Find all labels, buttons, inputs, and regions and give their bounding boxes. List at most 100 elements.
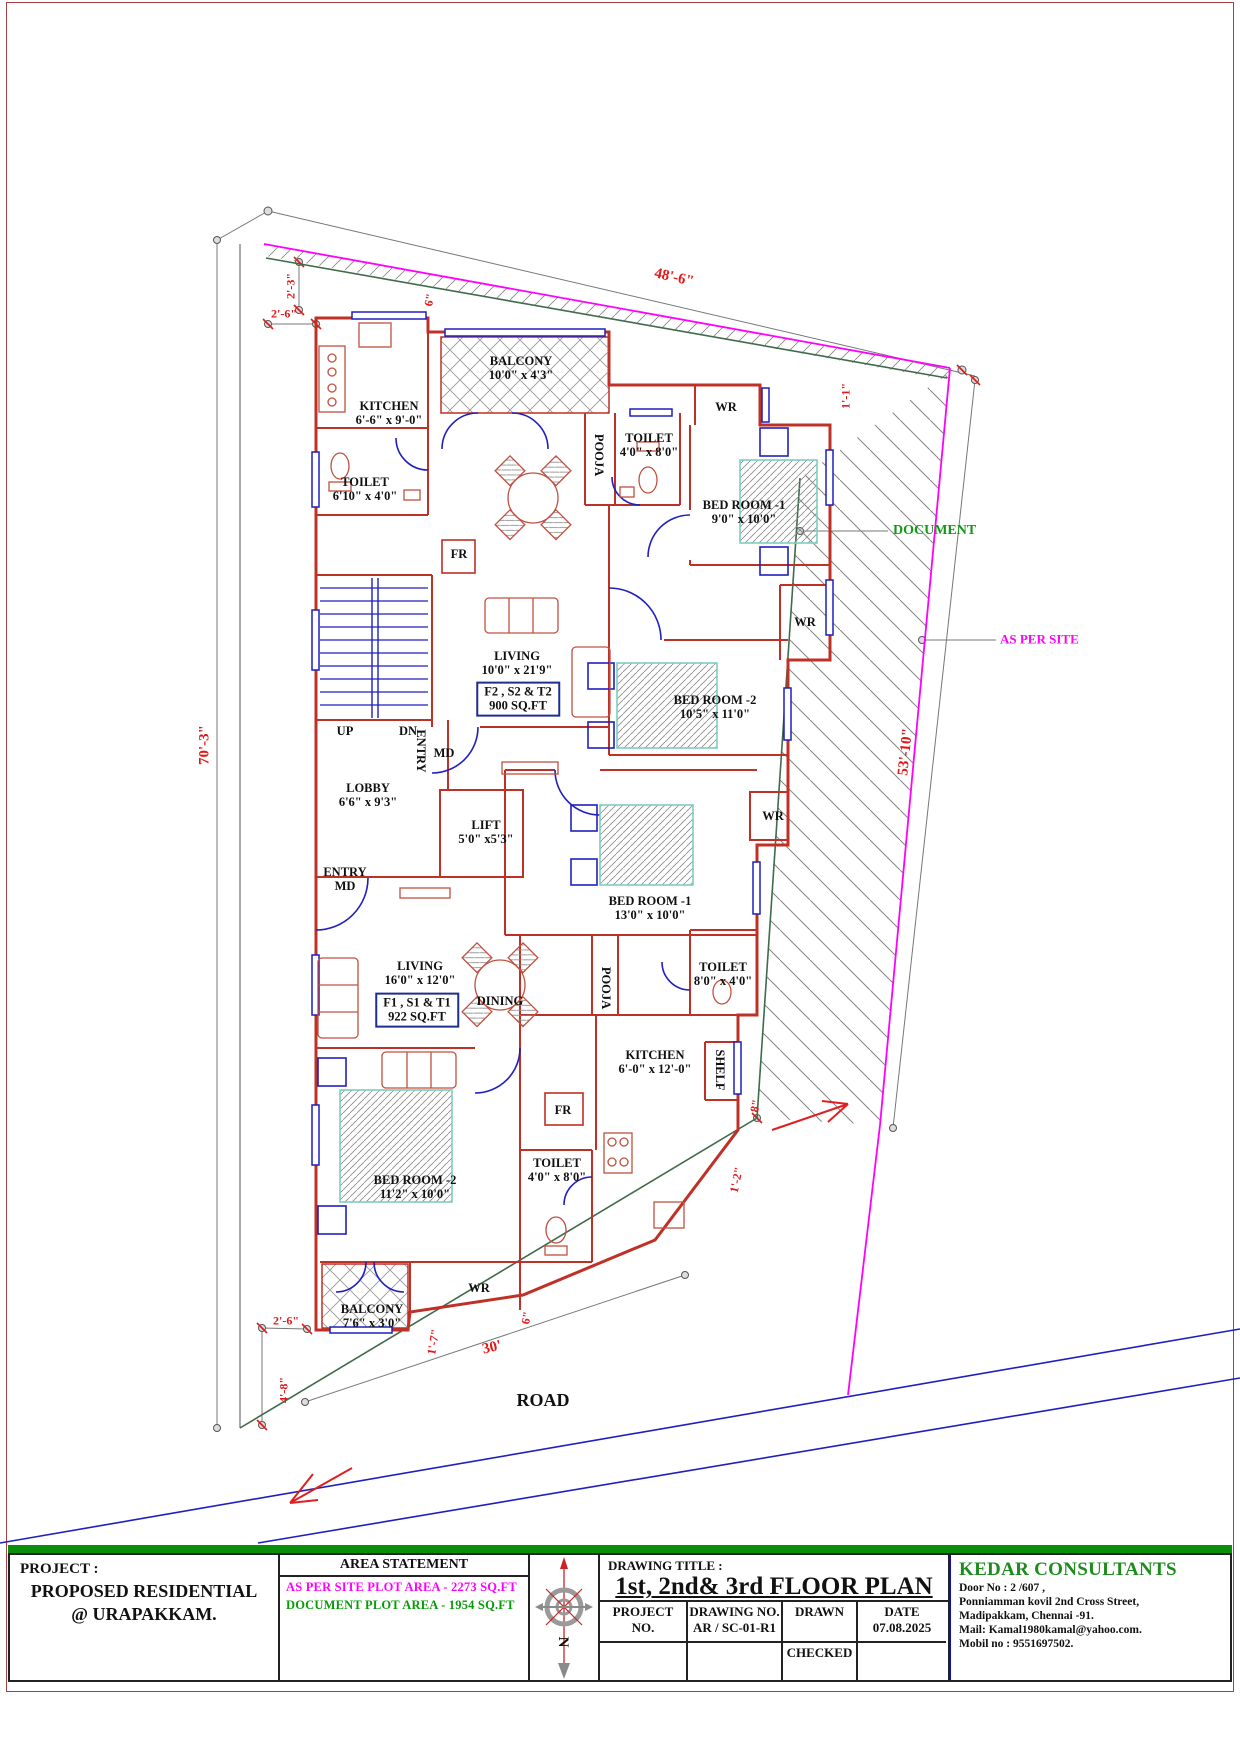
dimension-label-text: 30' [480, 1337, 504, 1358]
sheet-border [6, 2, 1234, 1692]
dimension-label-text: 2'-6" [273, 1313, 299, 1328]
dimension-label: 8" [747, 1098, 764, 1114]
checked-value [858, 1641, 946, 1680]
room-label-text: WR [468, 1281, 490, 1295]
room-label-text: DINING [476, 994, 524, 1008]
dimension-label-text: 4'-8" [276, 1377, 291, 1403]
room-label-size: MD [334, 879, 356, 893]
area-statement-cell: AREA STATEMENT AS PER SITE PLOT AREA - 2… [280, 1555, 530, 1680]
dimension-label: 70'-3" [197, 725, 214, 765]
room-label-size: 6'10" x 4'0" [332, 489, 398, 503]
room-label-size: 6'-6" x 9'-0" [355, 413, 423, 427]
drawing-title-label: DRAWING TITLE : [608, 1558, 723, 1573]
room-label-text: DN [398, 724, 418, 738]
unit-area: 900 SQ.FT [489, 699, 547, 713]
project-no-value [600, 1641, 688, 1680]
boundary-callout-text: DOCUMENT [893, 523, 977, 539]
room-label-size: 6'-0" x 12'-0" [618, 1062, 692, 1076]
windows [311, 311, 834, 1334]
furniture [317, 322, 732, 1256]
floor-plan-canvas [0, 206, 1240, 1544]
field-rows: PROJECT NO. DRAWING NO. AR / SC-01-R1 DR… [600, 1600, 948, 1680]
staircase [320, 578, 428, 718]
project-no-label: PROJECT NO. [600, 1602, 688, 1642]
nightstands [317, 427, 789, 1235]
dimension-label: 1'-1" [838, 383, 853, 409]
checked-label: CHECKED [783, 1641, 858, 1680]
room-label-size: 16'0" x 12'0" [384, 973, 456, 987]
road [0, 1100, 1240, 1544]
room-label-text: TOILET [625, 431, 673, 445]
date-label: DATE [884, 1604, 920, 1620]
boundary-callout-text: AS PER SITE [1000, 631, 1079, 647]
dining-set-lower [461, 941, 539, 1028]
room-label: DN [399, 724, 417, 738]
consultant-addr3: Madipakkam, Chennai -91. [959, 1610, 1094, 1623]
dimension-label-text: 8" [747, 1098, 764, 1114]
room-label-text: POOJA [592, 433, 606, 477]
dining-set-upper [494, 454, 572, 541]
beds [317, 427, 818, 1235]
unit-id: F2 , S2 & T2 [484, 684, 552, 699]
room-label-size: 10'0" x 21'9" [481, 663, 553, 677]
consultant-cell: KEDAR CONSULTANTS Door No : 2 /607 , Pon… [950, 1555, 1230, 1680]
boundary-callout: DOCUMENT [893, 523, 976, 539]
balcony-lattice [321, 336, 610, 1329]
room-label-text: WR [794, 615, 816, 629]
room-label-text: MD [433, 746, 455, 760]
room-label-size: 5'0" x5'3" [458, 832, 514, 846]
room-label-size: 13'0" x 10'0" [614, 908, 686, 922]
room-label-text: POOJA [599, 966, 613, 1010]
room-label: WR [468, 1281, 490, 1295]
dimension-label-text: 1'-1" [838, 383, 853, 409]
road-direction-arrows [289, 1100, 849, 1504]
titleblock-green-bar [8, 1545, 1232, 1553]
room-label-text: BALCONY [489, 354, 553, 368]
drawing-no-cell: DRAWING NO. AR / SC-01-R1 [688, 1602, 783, 1642]
room-label-size: 4'0" x 8'0" [619, 445, 679, 459]
room-label-text: BED ROOM -2 [673, 693, 757, 707]
room-label-text: FR [450, 547, 468, 561]
boundary-callout: AS PER SITE [1000, 631, 1079, 648]
room-label: FR [555, 1103, 572, 1117]
compass-cell: N [530, 1555, 600, 1680]
room-label: DINING [477, 994, 524, 1008]
dimension-label-text: 6" [518, 1310, 535, 1326]
room-label: WR [715, 400, 737, 414]
dimension-label-text: 6" [421, 292, 438, 308]
room-label-text: TOILET [533, 1156, 581, 1170]
area-document-line: DOCUMENT PLOT AREA - 1954 SQ.FT [286, 1598, 515, 1612]
dimension-label: 2'-6" [273, 1314, 299, 1327]
dimension-label: 2'-6" [271, 307, 297, 320]
room-label-text: BALCONY [340, 1302, 404, 1316]
room-label-size: 10'0" x 4'3" [488, 368, 554, 382]
room-label: ROAD [517, 1390, 570, 1410]
room-label-text: BED ROOM -2 [373, 1173, 457, 1187]
dimension-label: 2'-3" [283, 273, 298, 299]
room-label: POOJA [592, 434, 606, 476]
room-label-size: 4'0" x 8'0" [527, 1170, 587, 1184]
drawing-title-cell: DRAWING TITLE : 1st, 2nd& 3rd FLOOR PLAN… [600, 1555, 950, 1680]
project-name-line2: @ URAPAKKAM. [71, 1603, 217, 1624]
consultant-addr2: Ponniamman kovil 2nd Cross Street, [959, 1596, 1140, 1609]
project-label: PROJECT : [20, 1561, 99, 1577]
dimension-label: 6" [421, 292, 438, 308]
project-cell: PROJECT : PROPOSED RESIDENTIAL @ URAPAKK… [10, 1555, 280, 1680]
title-block: PROJECT : PROPOSED RESIDENTIAL @ URAPAKK… [8, 1553, 1232, 1682]
consultant-name: KEDAR CONSULTANTS [959, 1559, 1177, 1580]
dimension-label-text: 2'-3" [283, 273, 298, 299]
unit-id: F1 , S1 & T1 [383, 995, 451, 1010]
